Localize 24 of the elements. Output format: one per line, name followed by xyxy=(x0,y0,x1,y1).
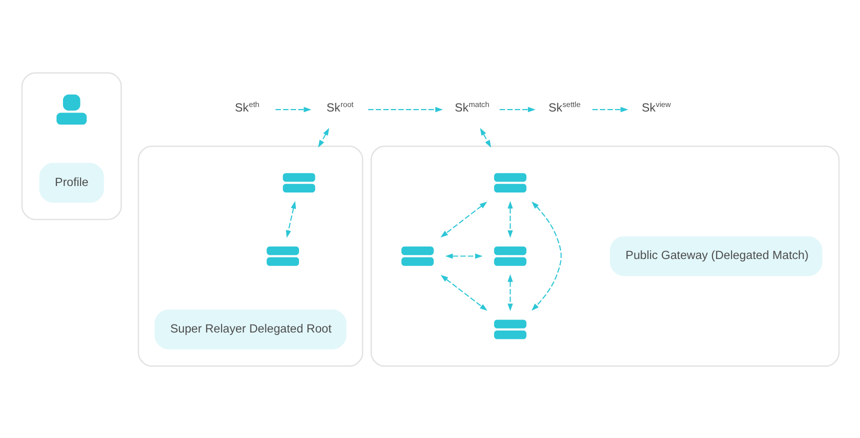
cluster xyxy=(137,145,363,366)
node-box: Profile xyxy=(38,162,104,202)
node-box: Public Gateway (Delegated Match) xyxy=(609,236,822,276)
arrow xyxy=(507,200,512,238)
cluster xyxy=(370,145,840,366)
arrow xyxy=(507,274,512,311)
arrow xyxy=(480,127,491,148)
node-text: Sk$^{root}$ xyxy=(326,100,353,114)
arrow xyxy=(440,201,487,237)
cluster xyxy=(20,72,122,220)
arrow xyxy=(531,200,562,310)
arrow xyxy=(592,106,628,112)
arrow xyxy=(285,200,296,238)
arrow xyxy=(444,253,482,258)
arrow xyxy=(368,106,442,112)
node-text: Sk$^{match}$ xyxy=(454,100,489,114)
node-text: Sk$^{view}$ xyxy=(641,100,670,114)
arrow xyxy=(275,106,311,112)
arrow xyxy=(440,274,487,310)
node-text: Sk$^{settle}$ xyxy=(548,100,580,114)
node-box: Super Relayer Delegated Root xyxy=(154,308,346,349)
node-text: Sk$^{eth}$ xyxy=(234,100,259,114)
arrow xyxy=(318,127,329,148)
arrow xyxy=(499,106,535,112)
